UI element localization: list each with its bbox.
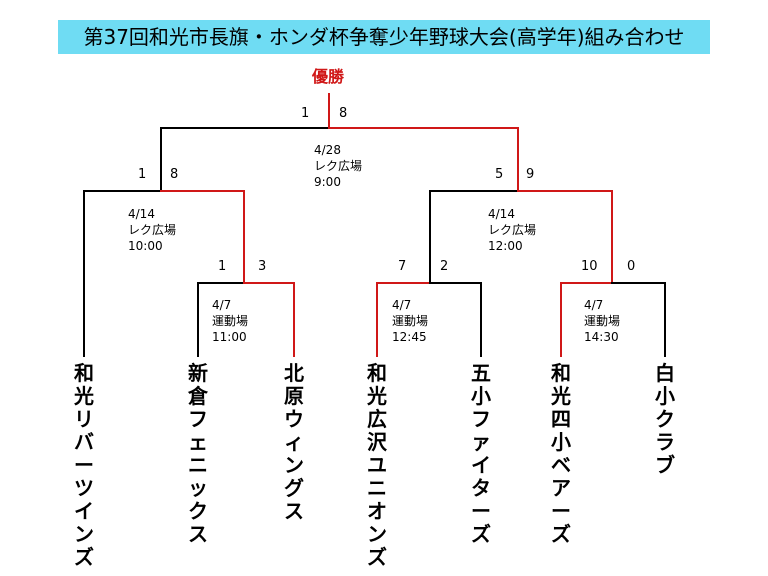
team-name: 新倉フェニックス — [188, 361, 208, 546]
r1a-score-left: 1 — [218, 259, 227, 274]
team-name: 白小クラブ — [655, 361, 675, 477]
team-name: 和光四小ベアーズ — [551, 361, 571, 546]
semi-left-date: 4/14 — [128, 207, 155, 221]
r1c-date: 4/7 — [584, 298, 604, 312]
page-title: 第37回和光市長旗・ホンダ杯争奪少年野球大会(高学年)組み合わせ — [58, 20, 710, 54]
final-info: 4/28 レク広場 9:00 — [314, 142, 362, 190]
final-score-left: 1 — [301, 106, 310, 121]
r1b-venue: 運動場 — [392, 314, 429, 328]
semi-right-score-left: 5 — [495, 167, 504, 182]
team-name: 五小ファイターズ — [471, 361, 491, 546]
r1a-score-right: 3 — [258, 259, 267, 274]
r1c-venue: 運動場 — [584, 314, 621, 328]
r1a-venue: 運動場 — [212, 314, 249, 328]
r1b-date: 4/7 — [392, 298, 412, 312]
semi-left-score-left: 1 — [138, 167, 147, 182]
r1c-time: 14:30 — [584, 330, 619, 344]
team-name: 北原ウィングス — [284, 361, 304, 523]
team-name: 和光リバーツインズ — [74, 361, 94, 569]
champion-label: 優勝 — [311, 67, 344, 86]
semi-right-score-right: 9 — [526, 167, 535, 182]
final-venue: レク広場 — [314, 159, 363, 173]
r1a-info: 4/7 運動場 11:00 — [212, 297, 248, 345]
r1c-score-left: 10 — [581, 259, 598, 274]
semi-right-venue: レク広場 — [488, 223, 537, 237]
semi-left-score-right: 8 — [170, 167, 179, 182]
semi-right-time: 12:00 — [488, 239, 523, 253]
team-name: 和光広沢ユニオンズ — [367, 361, 387, 569]
semi-left-time: 10:00 — [128, 239, 163, 253]
semi-left-info: 4/14 レク広場 10:00 — [128, 206, 176, 254]
r1b-score-right: 2 — [440, 259, 449, 274]
r1c-score-right: 0 — [627, 259, 636, 274]
r1a-time: 11:00 — [212, 330, 247, 344]
semi-right-date: 4/14 — [488, 207, 515, 221]
r1b-info: 4/7 運動場 12:45 — [392, 297, 428, 345]
final-date: 4/28 — [314, 143, 341, 157]
final-score-right: 8 — [339, 106, 348, 121]
semi-left-venue: レク広場 — [128, 223, 177, 237]
r1a-date: 4/7 — [212, 298, 232, 312]
final-time: 9:00 — [314, 175, 341, 189]
r1b-time: 12:45 — [392, 330, 427, 344]
semi-right-info: 4/14 レク広場 12:00 — [488, 206, 536, 254]
r1c-info: 4/7 運動場 14:30 — [584, 297, 620, 345]
r1b-score-left: 7 — [398, 259, 407, 274]
